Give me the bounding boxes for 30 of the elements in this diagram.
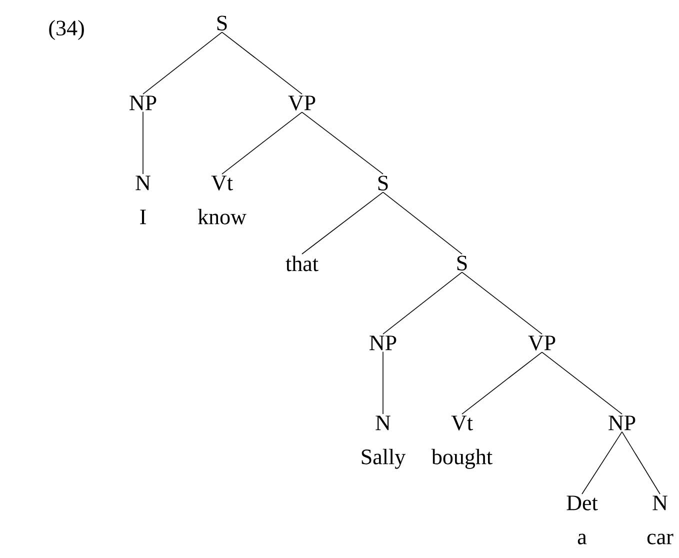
tree-branch xyxy=(462,272,542,334)
tree-branch xyxy=(302,192,384,254)
category-label: S xyxy=(457,256,467,270)
category-label: NP xyxy=(608,416,636,430)
example-number: (34) xyxy=(49,20,84,40)
tree-branch xyxy=(382,272,462,334)
category-label: S xyxy=(217,16,227,30)
category-word-label: Det a xyxy=(566,496,598,544)
tree-branch xyxy=(382,192,462,254)
tree-branch xyxy=(542,352,622,414)
category-word-label: Vt bought xyxy=(431,416,492,469)
tree-branch xyxy=(222,32,302,94)
category-label: that xyxy=(286,256,318,272)
category-word-label: Vt know xyxy=(198,176,246,224)
category-word-label: N car xyxy=(647,496,674,544)
tree-branch xyxy=(222,112,302,174)
tree-branch xyxy=(622,431,660,494)
category-label: NP xyxy=(130,96,156,110)
category-word-label: N Sally xyxy=(362,416,406,469)
category-word-label: N I xyxy=(136,176,150,224)
tree-branch xyxy=(382,351,384,414)
tree-branch xyxy=(142,32,222,94)
tree-branch xyxy=(582,431,622,494)
tree-branch xyxy=(462,352,542,414)
category-label: VP xyxy=(528,336,556,350)
category-label: VP xyxy=(288,96,316,110)
tree-branch xyxy=(302,112,384,174)
category-label: S xyxy=(378,176,388,190)
category-label: NP xyxy=(370,336,396,350)
tree-branch xyxy=(142,111,144,174)
